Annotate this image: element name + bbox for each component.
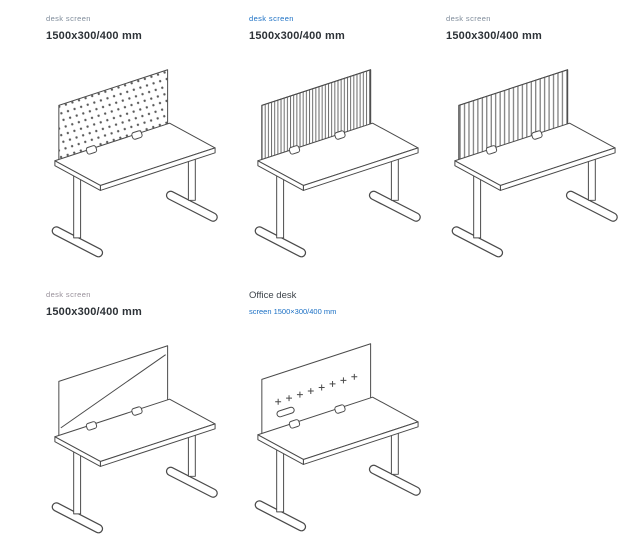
product-card-ribbed-screen[interactable]: desk screen 1500x300/400 mm: [445, 14, 640, 260]
product-title: 1500x300/400 mm: [46, 30, 142, 42]
product-card-office-desk[interactable]: Office desk screen 1500×300/400 mm: [248, 290, 443, 534]
product-title: 1500x300/400 mm: [249, 30, 345, 42]
product-title: 1500x300/400 mm: [46, 306, 142, 318]
desk-illustration-plain-screen: [45, 345, 223, 536]
product-title: 1500x300/400 mm: [446, 30, 542, 42]
product-subtitle-link[interactable]: screen 1500×300/400 mm: [249, 307, 337, 316]
accessory-hooks: [275, 373, 358, 405]
product-card-dense-ribbed-screen[interactable]: desk screen 1500x300/400 mm: [248, 14, 443, 260]
accessory-tray: [276, 406, 295, 418]
product-label-link[interactable]: desk screen: [249, 14, 294, 23]
product-card-perforated-screen[interactable]: desk screen 1500x300/400 mm: [45, 14, 240, 260]
product-label: Office desk: [249, 290, 297, 301]
screen-panel-accessory: [261, 343, 372, 436]
desk-illustration-accessory-screen: [248, 343, 426, 534]
product-label: desk screen: [46, 14, 91, 23]
product-card-plain-screen[interactable]: desk screen 1500x300/400 mm: [45, 290, 240, 536]
product-label: desk screen: [46, 290, 91, 299]
desk-illustration-ribbed-screen: [445, 69, 623, 260]
desk-illustration-dense-ribbed-screen: [248, 69, 426, 260]
desk-illustration-perforated-screen: [45, 69, 223, 260]
product-label: desk screen: [446, 14, 491, 23]
